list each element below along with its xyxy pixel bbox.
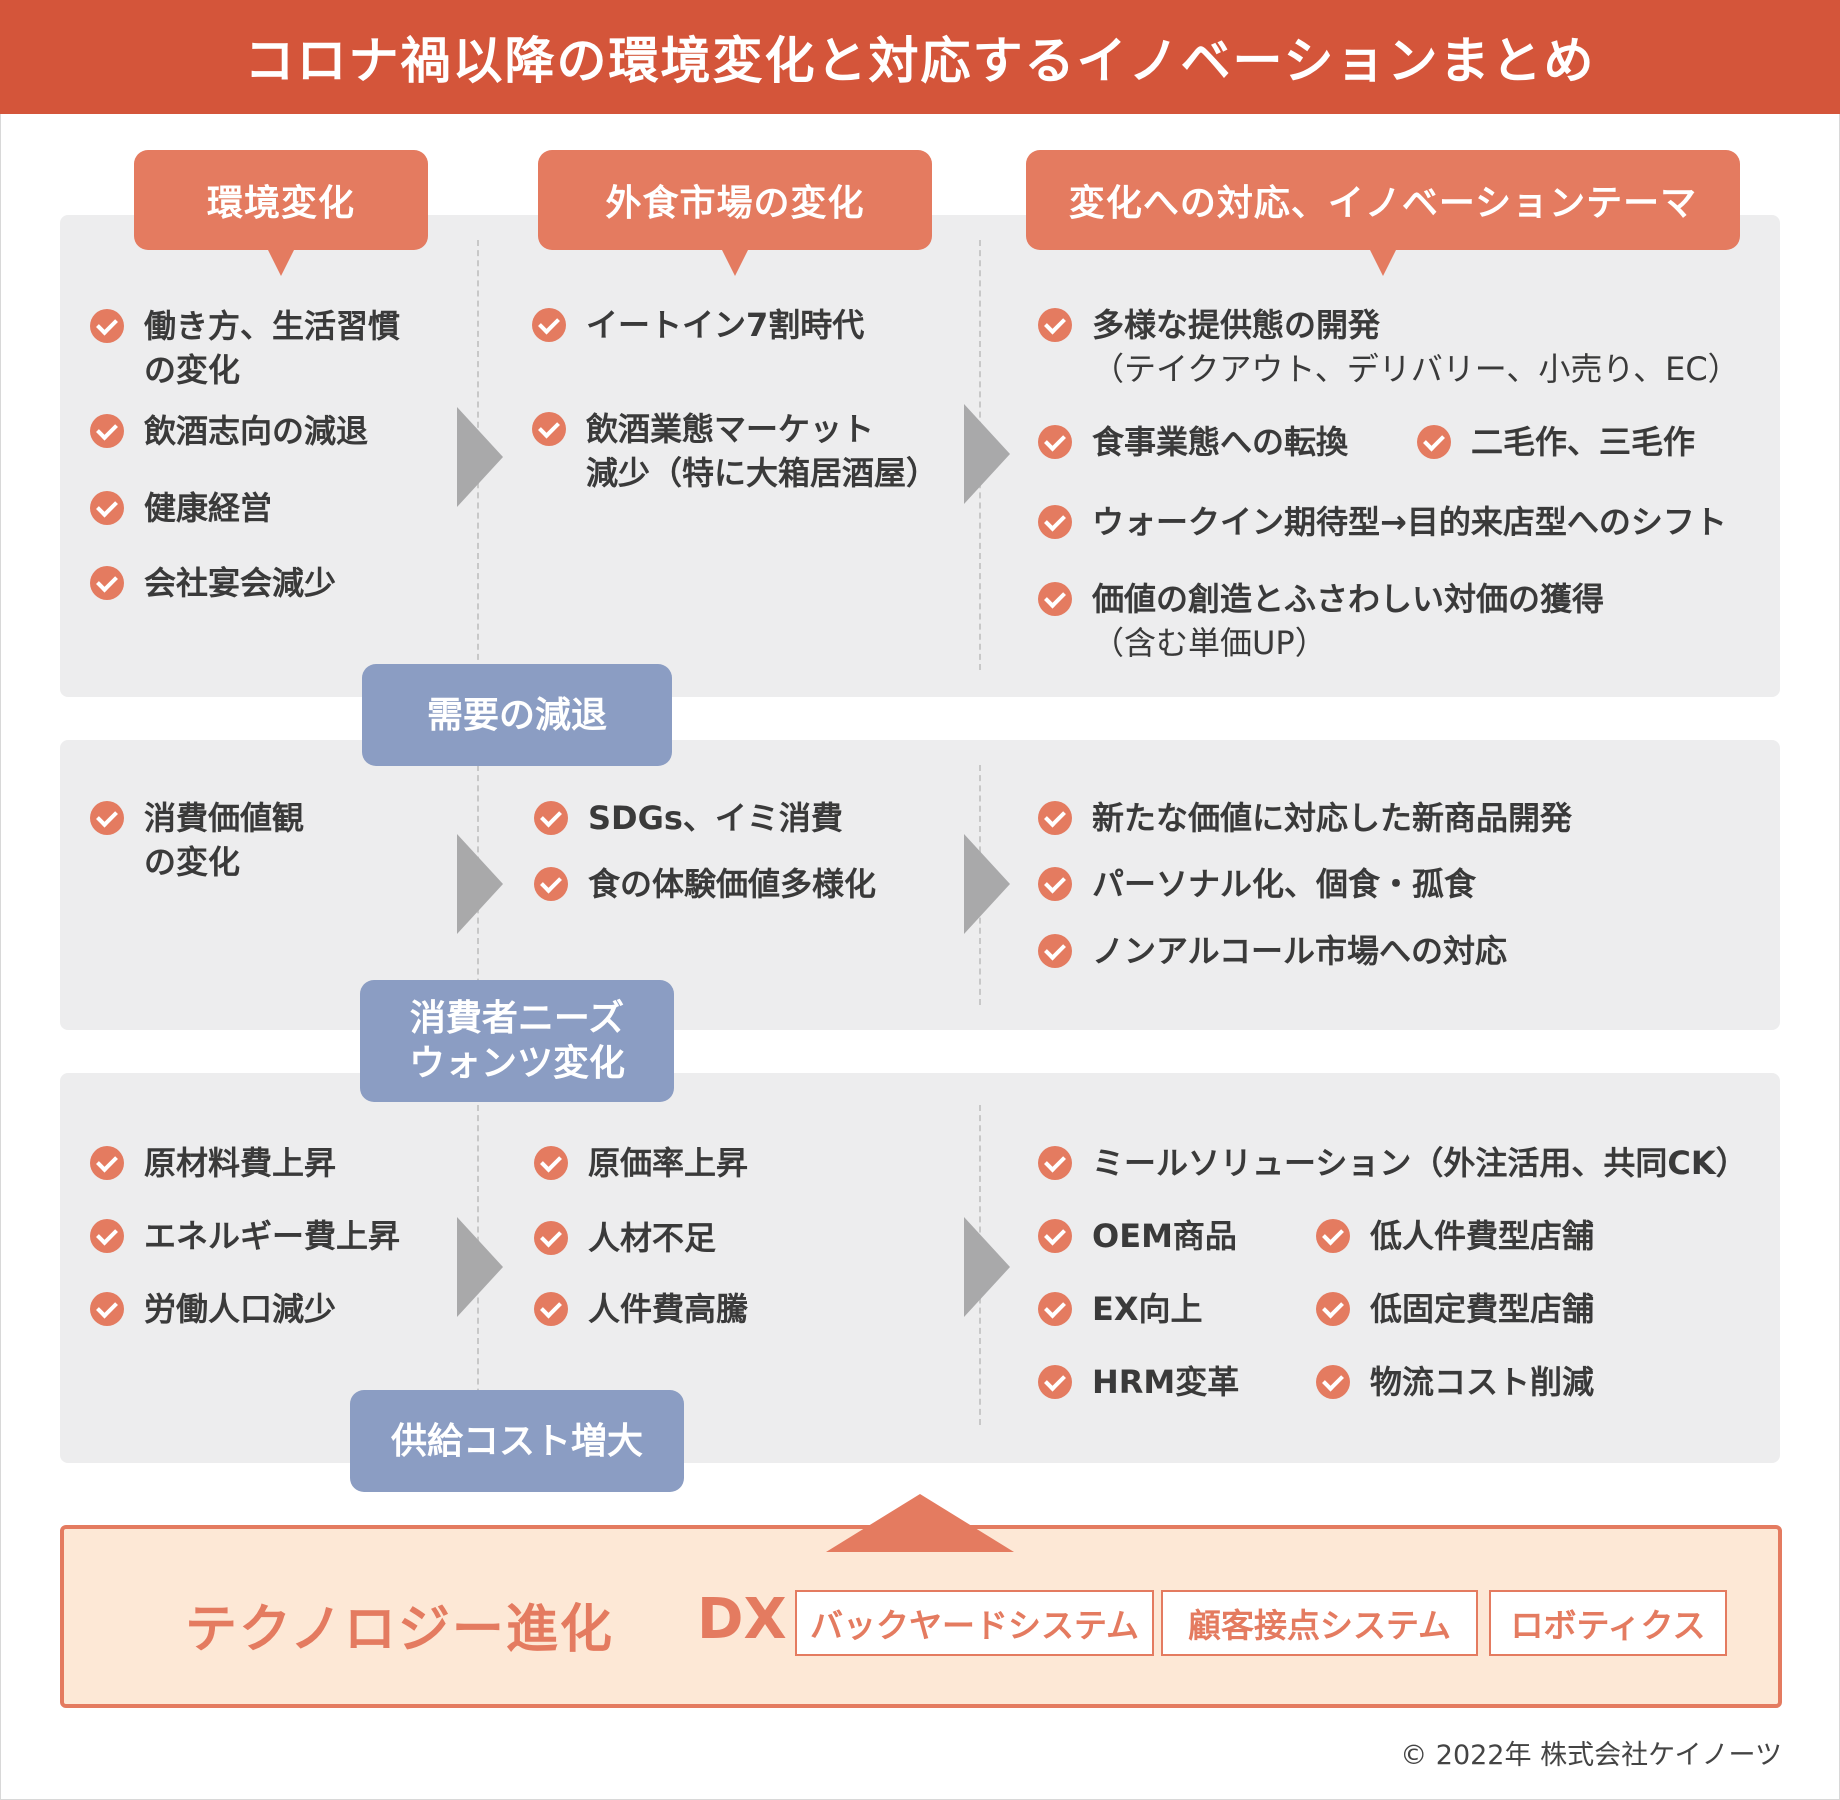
list-item: 原材料費上昇 — [90, 1141, 336, 1185]
list-item: 物流コスト削減 — [1316, 1360, 1594, 1404]
list-item: 労働人口減少 — [90, 1287, 336, 1331]
list-item: 新たな価値に対応した新商品開発 — [1038, 796, 1572, 840]
list-item: 二毛作、三毛作 — [1417, 420, 1695, 464]
check-circle-icon — [1038, 425, 1072, 459]
label-demand: 需要の減退 — [362, 664, 672, 766]
label-needs: 消費者ニーズ ウォンツ変化 — [360, 980, 674, 1102]
list-item: イートイン7割時代 — [532, 303, 864, 347]
list-item: 飲酒業態マーケット 減少（特に大箱居酒屋） — [532, 407, 938, 495]
list-item: ミールソリューション（外注活用、共同CK） — [1038, 1141, 1748, 1185]
list-item: 低人件費型店舗 — [1316, 1214, 1594, 1258]
check-circle-icon — [90, 414, 124, 448]
list-item: EX向上 — [1038, 1287, 1203, 1331]
check-circle-icon — [1038, 505, 1072, 539]
list-item: 原価率上昇 — [534, 1141, 748, 1185]
check-circle-icon — [534, 867, 568, 901]
dx-label: DX — [697, 1587, 787, 1652]
panel-supply — [60, 1073, 1780, 1463]
list-item: 働き方、生活習慣 の変化 — [90, 304, 400, 392]
header-env: 環境変化 — [134, 150, 428, 276]
tech-box-backyard: バックヤードシステム — [795, 1590, 1154, 1656]
check-circle-icon — [1038, 1292, 1072, 1326]
up-arrow-icon — [826, 1494, 1014, 1552]
arrow-right-icon — [964, 1217, 1010, 1317]
list-item: HRM変革 — [1038, 1360, 1239, 1404]
tech-box-robotics: ロボティクス — [1489, 1590, 1727, 1656]
panel-demand — [60, 215, 1780, 697]
check-circle-icon — [1038, 1365, 1072, 1399]
list-item: 消費価値観 の変化 — [90, 796, 304, 884]
arrow-right-icon — [457, 834, 503, 934]
check-circle-icon — [90, 1292, 124, 1326]
label-supply: 供給コスト増大 — [350, 1390, 684, 1492]
list-item: 食の体験価値多様化 — [534, 862, 876, 906]
tech-box-customer: 顧客接点システム — [1161, 1590, 1478, 1656]
check-circle-icon — [1038, 1219, 1072, 1253]
list-item: 価値の創造とふさわしい対価の獲得 （含む単価UP） — [1038, 577, 1604, 665]
check-circle-icon — [1038, 801, 1072, 835]
check-circle-icon — [90, 309, 124, 343]
list-item: 健康経営 — [90, 486, 272, 530]
check-circle-icon — [1038, 1146, 1072, 1180]
check-circle-icon — [534, 801, 568, 835]
list-item: ノンアルコール市場への対応 — [1038, 929, 1507, 973]
check-circle-icon — [534, 1221, 568, 1255]
check-circle-icon — [90, 1146, 124, 1180]
list-item: 多様な提供態の開発 （テイクアウト、デリバリー、小売り、EC） — [1038, 303, 1740, 391]
header-market: 外食市場の変化 — [538, 150, 932, 276]
check-circle-icon — [90, 1219, 124, 1253]
check-circle-icon — [1038, 867, 1072, 901]
arrow-right-icon — [457, 1217, 503, 1317]
check-circle-icon — [534, 1146, 568, 1180]
arrow-right-icon — [457, 407, 503, 507]
check-circle-icon — [1316, 1365, 1350, 1399]
page-title: コロナ禍以降の環境変化と対応するイノベーションまとめ — [0, 0, 1840, 114]
check-circle-icon — [534, 1292, 568, 1326]
check-circle-icon — [1038, 934, 1072, 968]
arrow-right-icon — [964, 834, 1010, 934]
panel-needs — [60, 740, 1780, 1030]
list-item: 人件費高騰 — [534, 1287, 748, 1331]
check-circle-icon — [90, 566, 124, 600]
check-circle-icon — [90, 801, 124, 835]
check-circle-icon — [532, 308, 566, 342]
list-item: OEM商品 — [1038, 1214, 1237, 1258]
copyright: © 2022年 株式会社ケイノーツ — [1400, 1740, 1782, 1771]
arrow-right-icon — [964, 404, 1010, 504]
list-item: SDGs、イミ消費 — [534, 796, 843, 840]
check-circle-icon — [1038, 582, 1072, 616]
list-item: 低固定費型店舗 — [1316, 1287, 1594, 1331]
check-circle-icon — [532, 412, 566, 446]
list-item: 人材不足 — [534, 1216, 716, 1260]
list-item: 飲酒志向の減退 — [90, 409, 368, 453]
technology-title: テクノロジー進化 — [185, 1600, 614, 1660]
check-circle-icon — [1038, 308, 1072, 342]
list-item: 食事業態への転換 — [1038, 420, 1348, 464]
header-response: 変化への対応、イノベーションテーマ — [1026, 150, 1740, 276]
check-circle-icon — [1316, 1219, 1350, 1253]
list-item: ウォークイン期待型→目的来店型へのシフト — [1038, 500, 1727, 544]
check-circle-icon — [90, 491, 124, 525]
list-item: エネルギー費上昇 — [90, 1214, 400, 1258]
list-item: 会社宴会減少 — [90, 561, 336, 605]
check-circle-icon — [1316, 1292, 1350, 1326]
list-item: パーソナル化、個食・孤食 — [1038, 862, 1476, 906]
check-circle-icon — [1417, 425, 1451, 459]
